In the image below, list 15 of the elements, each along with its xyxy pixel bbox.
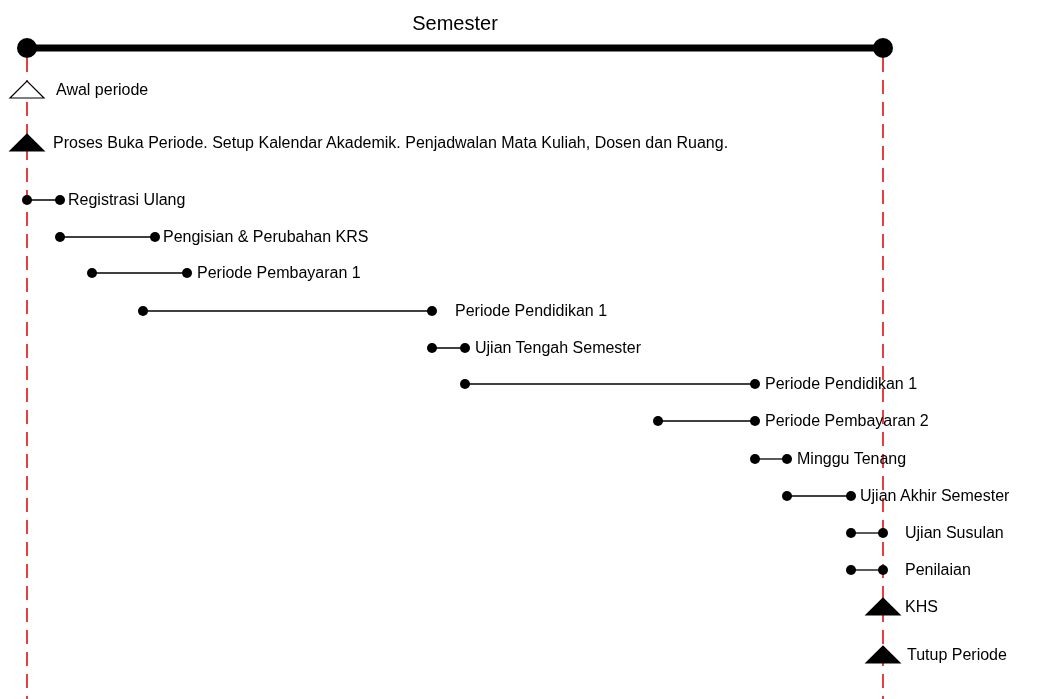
phase-label: Ujian Tengah Semester [475,339,642,357]
phase-label: Ujian Susulan [905,524,1004,542]
phase-label: Awal periode [56,81,149,99]
phase-label: Proses Buka Periode. Setup Kalendar Akademik. Penjadwalan Mata Kuliah, Dosen dan Ruang. [53,134,729,152]
phase-label: Ujian Akhir Semester [860,487,1010,505]
phase-label: Periode Pendidikan 1 [765,375,918,393]
phase-label: Periode Pembayaran 2 [765,412,929,430]
phase-label: Penilaian [905,561,971,579]
phase-label: Periode Pembayaran 1 [197,264,361,282]
phase-label: Registrasi Ulang [68,191,186,209]
phase-label: Periode Pendidikan 1 [455,302,608,320]
phase-label: KHS [905,598,938,616]
phase-label: Tutup Periode [907,646,1007,664]
phase-label: Pengisian & Perubahan KRS [163,228,369,246]
timeline-title: Semester [412,14,498,32]
